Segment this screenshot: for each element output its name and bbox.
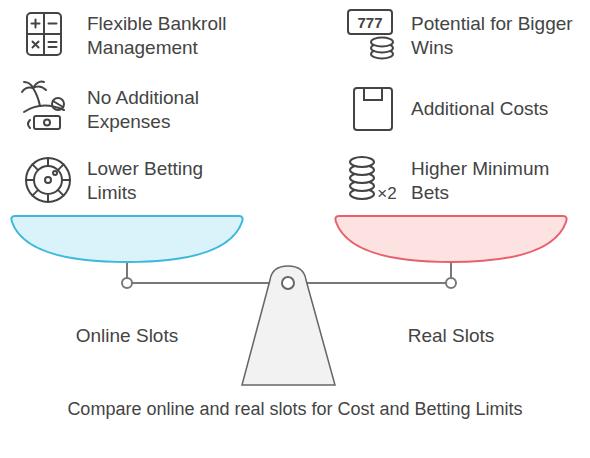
coin-stack-icon	[350, 157, 374, 199]
roulette-icon	[26, 158, 70, 202]
island-icon	[22, 82, 64, 129]
pivot	[282, 277, 294, 289]
box-icon	[354, 88, 392, 130]
left-pan	[11, 216, 242, 262]
pro-item: Lower Betting Limits	[87, 157, 257, 205]
scale-fulcrum	[242, 266, 335, 385]
con-item: Higher Minimum Bets	[411, 157, 581, 205]
calculator-icon	[27, 13, 61, 55]
con-item: Additional Costs	[411, 97, 581, 121]
con-item: Potential for Bigger Wins	[411, 12, 581, 60]
joint	[122, 278, 132, 288]
pro-item: Flexible Bankroll Management	[87, 12, 257, 60]
caption: Compare online and real slots for Cost a…	[60, 397, 530, 421]
pro-item: No Additional Expenses	[87, 86, 257, 134]
slot-machine-icon	[348, 10, 393, 59]
icon-text: ×2	[373, 184, 401, 204]
pan-label: Real Slots	[361, 324, 541, 348]
icon-text: 777	[348, 13, 392, 33]
joint	[446, 278, 456, 288]
balance-scale	[11, 216, 566, 385]
pan-label: Online Slots	[37, 324, 217, 348]
right-pan	[335, 216, 566, 262]
